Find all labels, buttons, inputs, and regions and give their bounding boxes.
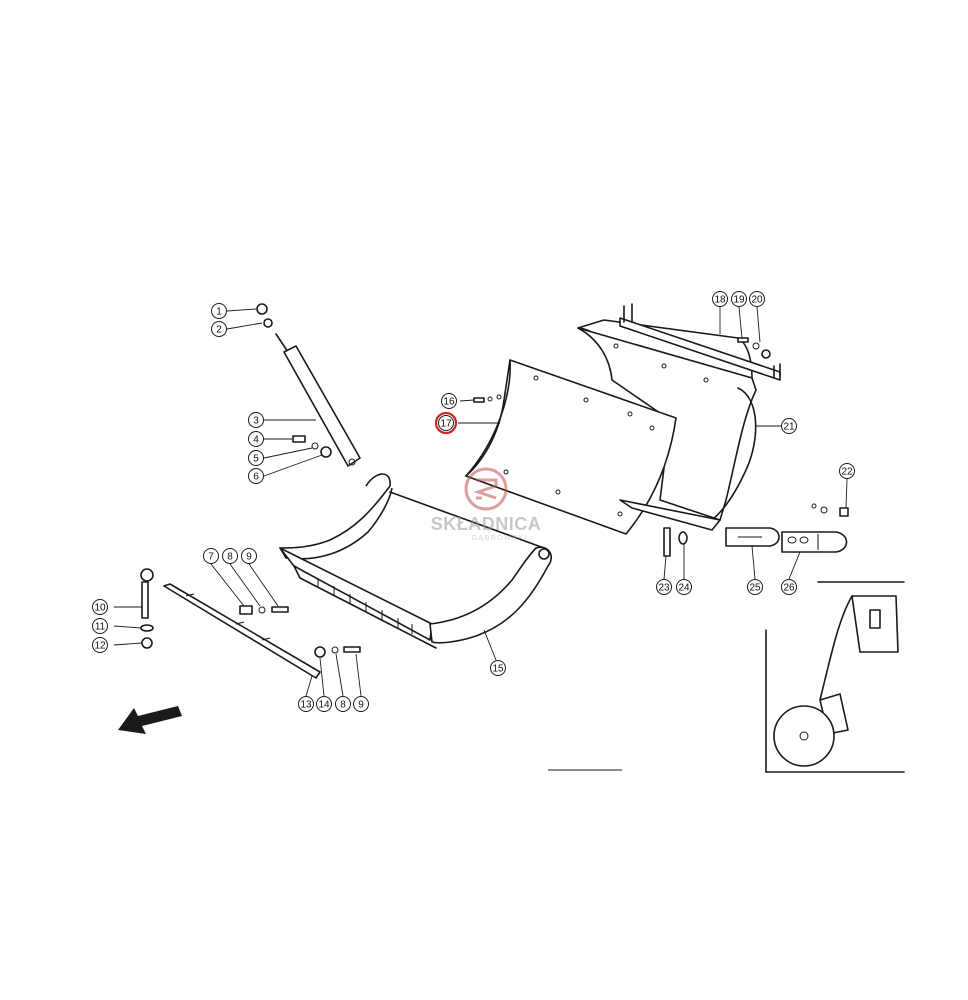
callout-25: 25	[747, 579, 763, 595]
svg-text:22: 22	[841, 467, 853, 478]
svg-text:1: 1	[216, 307, 222, 318]
svg-text:26: 26	[783, 583, 795, 594]
callout-8-lower: 8	[335, 696, 351, 712]
watermark-brand: SKŁADNICA	[431, 514, 542, 534]
svg-text:13: 13	[300, 700, 312, 711]
callout-1: 1	[211, 303, 227, 319]
callout-3: 3	[248, 412, 264, 428]
callout-12: 12	[92, 637, 108, 653]
bolt-group-left	[292, 435, 332, 458]
scraper-plate-part	[465, 359, 677, 535]
svg-text:15: 15	[492, 664, 504, 675]
rear-housing-part	[577, 319, 757, 521]
leader-lines	[113, 306, 848, 697]
svg-text:20: 20	[751, 295, 763, 306]
watermark-sub: DĄBROWSKI	[472, 535, 528, 542]
callout-26: 26	[781, 579, 797, 595]
callout-4: 4	[248, 431, 264, 447]
svg-text:17: 17	[440, 419, 452, 430]
svg-text:18: 18	[714, 295, 726, 306]
callout-9-lower: 9	[353, 696, 369, 712]
callout-20: 20	[749, 291, 765, 307]
svg-text:3: 3	[253, 416, 259, 427]
shaft-part	[140, 568, 361, 679]
svg-text:14: 14	[318, 700, 330, 711]
svg-text:5: 5	[253, 454, 259, 465]
callout-8-upper: 8	[222, 548, 238, 564]
callout-16: 16	[441, 393, 457, 409]
callout-11: 11	[92, 618, 108, 634]
svg-text:2: 2	[216, 325, 222, 336]
strut-part	[256, 303, 361, 467]
direction-arrow-icon	[118, 706, 182, 734]
svg-text:19: 19	[733, 295, 745, 306]
cradle-frame-part	[279, 473, 552, 649]
callout-14: 14	[316, 696, 332, 712]
svg-text:6: 6	[253, 472, 259, 483]
callout-7: 7	[203, 548, 219, 564]
callout-15: 15	[490, 660, 506, 676]
svg-text:9: 9	[358, 700, 364, 711]
svg-text:24: 24	[678, 583, 690, 594]
svg-text:8: 8	[340, 700, 346, 711]
inset-view	[548, 581, 905, 773]
svg-text:7: 7	[208, 552, 214, 563]
svg-text:9: 9	[246, 552, 252, 563]
watermark-emblem	[464, 467, 508, 511]
callout-9-upper: 9	[241, 548, 257, 564]
svg-text:10: 10	[94, 603, 106, 614]
callout-10: 10	[92, 599, 108, 615]
callout-18: 18	[712, 291, 728, 307]
svg-text:4: 4	[253, 435, 259, 446]
top-rail-part	[619, 303, 781, 381]
svg-text:25: 25	[749, 583, 761, 594]
callout-21: 21	[781, 418, 797, 434]
svg-text:11: 11	[95, 622, 106, 633]
svg-text:16: 16	[443, 397, 455, 408]
svg-text:21: 21	[783, 422, 795, 433]
watermark-logo: SKŁADNICA DĄBROWSKI	[431, 467, 542, 542]
svg-text:12: 12	[94, 641, 106, 652]
link-plates-part	[725, 503, 849, 553]
callout-17-highlighted: 17	[434, 411, 458, 435]
callout-5: 5	[248, 450, 264, 466]
callout-23: 23	[656, 579, 672, 595]
callout-19: 19	[731, 291, 747, 307]
callout-24: 24	[676, 579, 692, 595]
callout-13: 13	[298, 696, 314, 712]
lower-bracket-part	[619, 499, 721, 557]
svg-text:8: 8	[227, 552, 233, 563]
callout-6: 6	[248, 468, 264, 484]
svg-text:23: 23	[658, 583, 670, 594]
callout-2: 2	[211, 321, 227, 337]
callout-22: 22	[839, 463, 855, 479]
